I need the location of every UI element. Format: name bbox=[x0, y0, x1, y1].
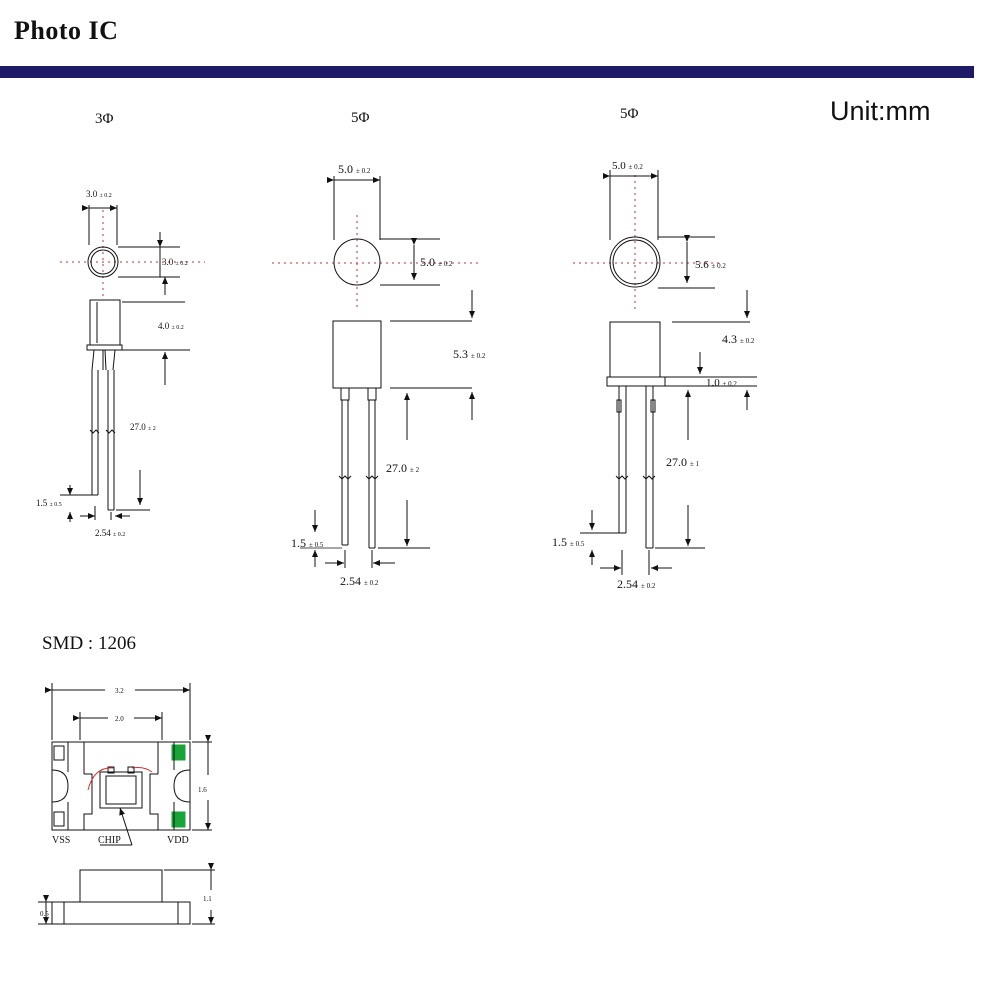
dim-smd-length: 3.2 bbox=[115, 687, 124, 695]
package-3phi: 3Φ 3.0 ± 0.2 3.0 ± 0.2 bbox=[36, 111, 205, 538]
unit-label: Unit:mm bbox=[830, 96, 931, 126]
dim-3phi-dia: 3.0 ± 0.2 bbox=[162, 257, 188, 267]
dim-smd-height: 1.6 bbox=[198, 786, 207, 794]
package-5phi-a: 5Φ 5.0 ± 0.2 5.0 ± 0.2 bbox=[272, 110, 486, 588]
dim-5phi-a-offset: 1.5 ± 0.5 bbox=[291, 536, 324, 550]
dim-5phi-a-width: 5.0 ± 0.2 bbox=[338, 162, 371, 176]
dim-5phi-b-pitch: 2.54 ± 0.2 bbox=[617, 577, 656, 591]
label-vss: VSS bbox=[52, 835, 70, 846]
dim-5phi-a-pitch: 2.54 ± 0.2 bbox=[340, 574, 379, 588]
dim-3phi-lead: 27.0 ± 2 bbox=[130, 422, 156, 432]
dim-5phi-a-lead: 27.0 ± 2 bbox=[386, 461, 420, 475]
header-band bbox=[0, 66, 974, 78]
package-5phi-b: 5Φ 5.0 ± 0.2 5.6 ± 0.2 bbox=[552, 106, 757, 591]
pad-vdd-top bbox=[171, 744, 186, 761]
dim-5phi-b-dia: 5.6 ± 0.2 bbox=[695, 259, 726, 271]
side-view-5phi-a bbox=[300, 290, 475, 568]
dim-3phi-width: 3.0 ± 0.2 bbox=[86, 189, 112, 199]
page-title: Photo IC bbox=[14, 16, 119, 45]
dim-5phi-b-body: 4.3 ± 0.2 bbox=[722, 332, 755, 346]
label-vdd: VDD bbox=[167, 835, 189, 846]
label-chip: CHIP bbox=[98, 835, 121, 846]
dim-5phi-b-lead: 27.0 ± 1 bbox=[666, 455, 700, 469]
side-view-5phi-b bbox=[580, 290, 757, 575]
heading-5phi-a: 5Φ bbox=[351, 110, 370, 126]
dim-smd-side-base: 0.5 bbox=[40, 910, 49, 918]
heading-smd: SMD : 1206 bbox=[42, 633, 136, 654]
top-view-3phi bbox=[60, 205, 205, 300]
smd-side-view bbox=[38, 863, 215, 925]
package-smd-1206: SMD : 1206 3.2 2.0 bbox=[38, 633, 215, 925]
dim-3phi-offset: 1.5 ± 0.5 bbox=[36, 498, 62, 508]
dim-3phi-pitch: 2.54 ± 0.2 bbox=[95, 528, 125, 538]
dim-5phi-a-body: 5.3 ± 0.2 bbox=[453, 347, 486, 361]
top-view-5phi-a bbox=[272, 176, 480, 310]
dim-smd-side-total: 1.1 bbox=[203, 895, 212, 903]
side-view-3phi bbox=[60, 299, 190, 522]
dim-5phi-b-flange: 1.0 ± 0.2 bbox=[706, 377, 737, 389]
dim-smd-inner: 2.0 bbox=[115, 715, 124, 723]
dim-3phi-body: 4.0 ± 0.2 bbox=[158, 321, 184, 331]
heading-5phi-b: 5Φ bbox=[620, 106, 639, 122]
smd-top-view bbox=[51, 741, 191, 846]
heading-3phi: 3Φ bbox=[95, 111, 114, 127]
top-view-5phi-b bbox=[573, 170, 720, 310]
dim-5phi-b-offset: 1.5 ± 0.5 bbox=[552, 535, 585, 549]
dim-5phi-a-dia: 5.0 ± 0.2 bbox=[420, 255, 453, 269]
dim-5phi-b-width: 5.0 ± 0.2 bbox=[612, 160, 643, 172]
pad-vdd-bottom bbox=[171, 811, 186, 828]
